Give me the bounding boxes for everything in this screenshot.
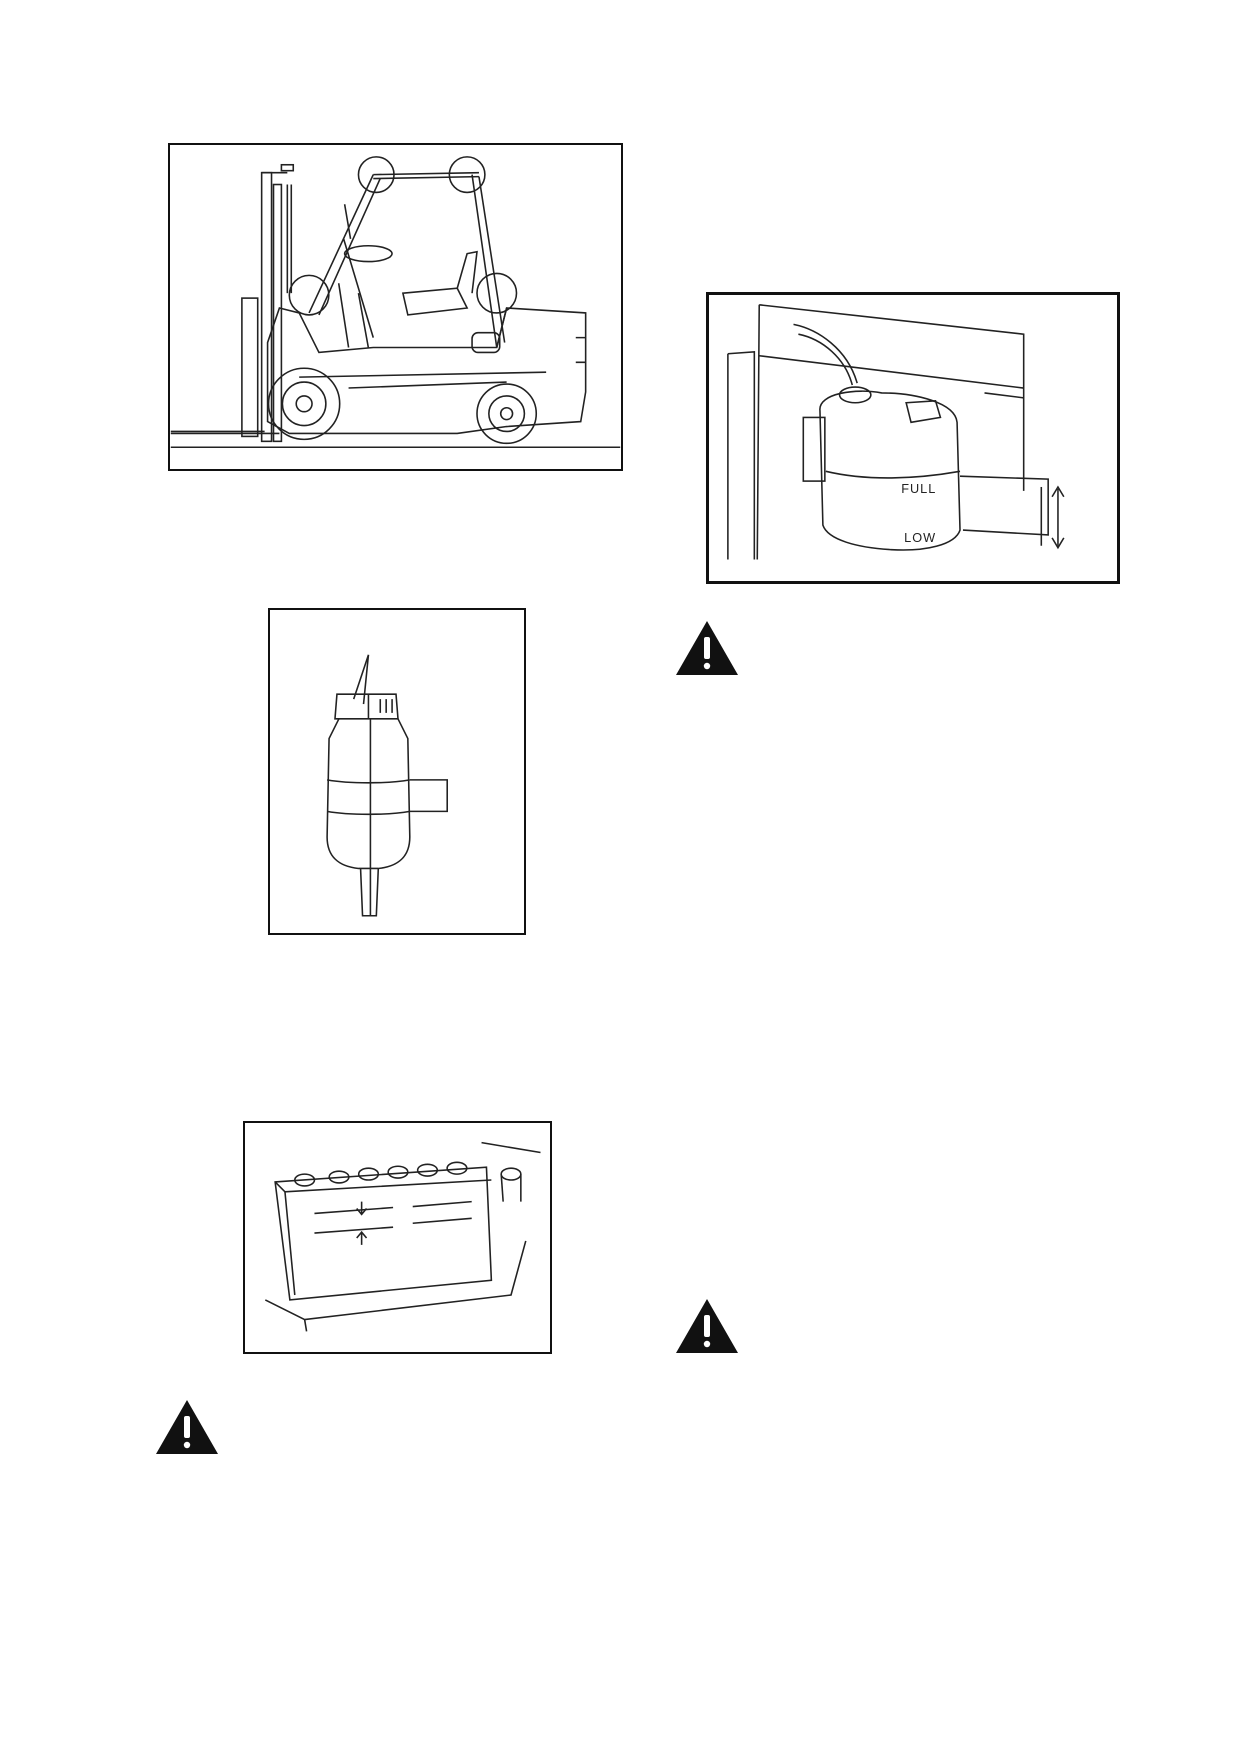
forklift-drawing [170, 156, 621, 449]
forklift-illustration [168, 143, 623, 471]
battery-drawing [264, 1141, 541, 1332]
level-low-label: LOW [904, 530, 936, 545]
bottle-illustration [268, 608, 526, 935]
bottle-drawing [326, 654, 448, 917]
level-full-label: FULL [901, 481, 936, 496]
warning-triangle-icon [674, 1297, 740, 1355]
warning-triangle-icon [674, 619, 740, 677]
reservoir-drawing: FULL LOW [727, 304, 1065, 560]
coolant-reservoir-illustration: FULL LOW [706, 292, 1120, 584]
warning-triangle-icon [154, 1398, 220, 1456]
battery-illustration [243, 1121, 552, 1354]
